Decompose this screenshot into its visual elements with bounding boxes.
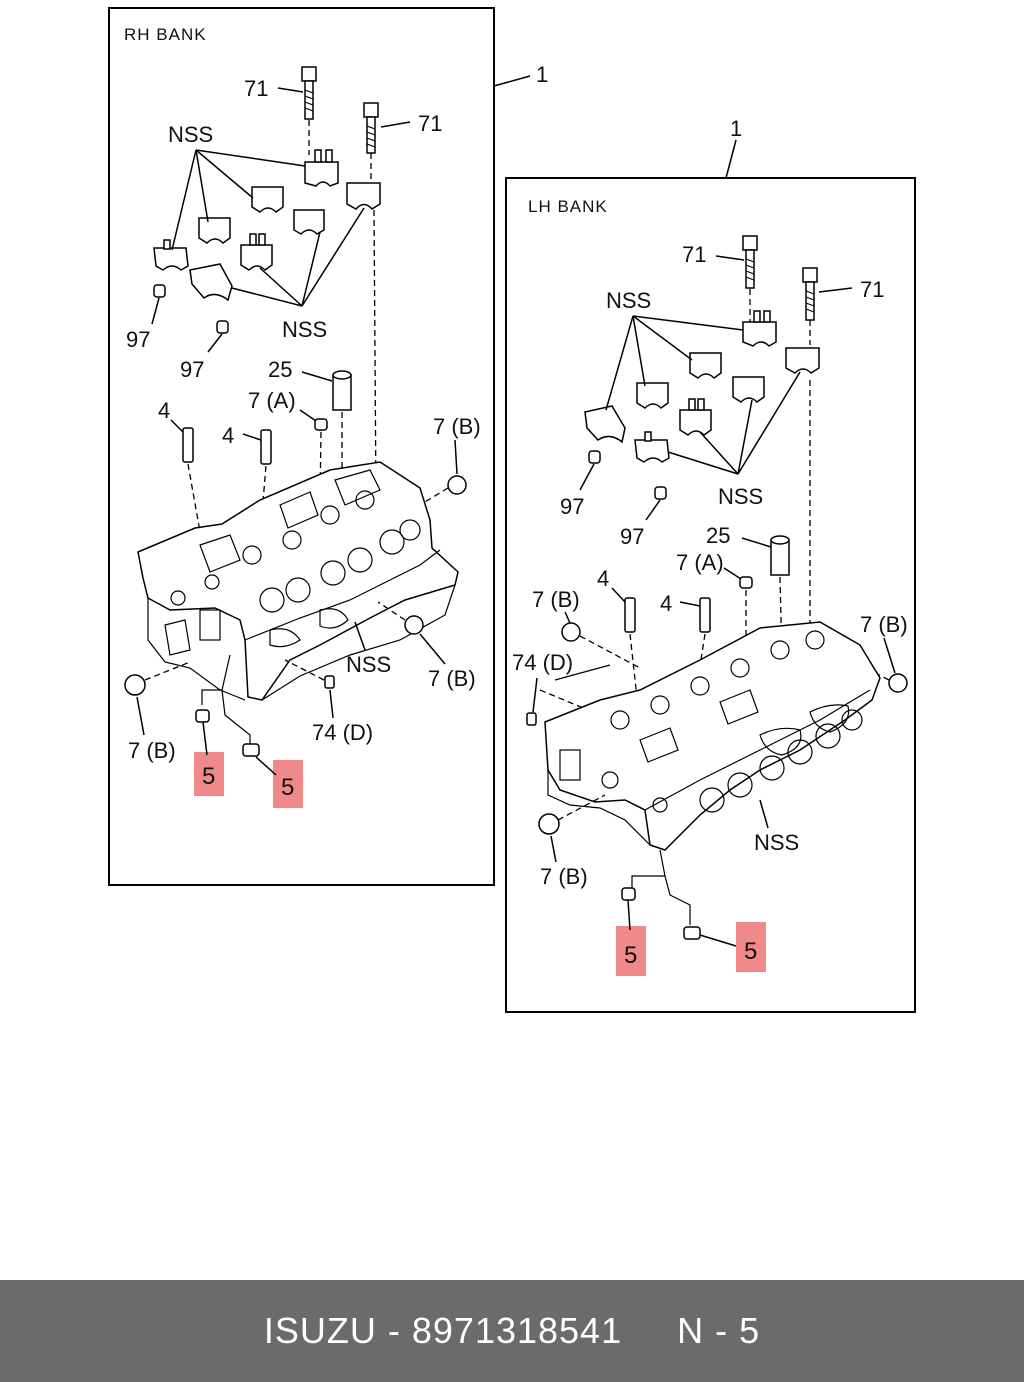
lh-bank-panel: LH BANK 1 71 71	[505, 116, 916, 1013]
rh-nss-leaders	[171, 149, 365, 307]
footer-part-number: 8971318541	[411, 1310, 623, 1351]
lh-plug-7b-bottom	[538, 794, 606, 835]
lh-nss-leaders	[605, 315, 801, 475]
lh-cylinder-head	[544, 621, 881, 851]
rh-label-71-a: 71	[244, 76, 268, 101]
rh-label-4-a: 4	[158, 398, 170, 423]
rh-label-nss-top: NSS	[168, 122, 213, 147]
parts-diagram: RH BANK 1 71 71	[108, 7, 916, 1013]
rh-plug-7b-right	[377, 601, 424, 635]
rh-label-5-b: 5	[281, 774, 294, 801]
lh-plug-7b-left	[561, 622, 641, 669]
lh-label-nss-bottom: NSS	[754, 830, 799, 855]
lh-label-7b-bottom: 7 (B)	[540, 864, 588, 889]
lh-label-7b-right: 7 (B)	[860, 612, 908, 637]
rh-label-7b-left: 7 (B)	[128, 738, 176, 763]
rh-label-4-b: 4	[222, 423, 234, 448]
footer-gap	[622, 1310, 677, 1352]
lh-bank-title: LH BANK	[528, 197, 608, 216]
rh-spacer-25	[332, 370, 352, 498]
lh-label-97-b: 97	[620, 524, 644, 549]
lh-label-nss-top: NSS	[606, 288, 651, 313]
lh-label-nss-mid: NSS	[718, 484, 763, 509]
rh-seals-5	[195, 654, 260, 757]
lh-label-97-a: 97	[560, 494, 584, 519]
lh-label-7b-left: 7 (B)	[532, 587, 580, 612]
rh-label-7a: 7 (A)	[248, 388, 296, 413]
lh-callout-1: 1	[730, 116, 742, 141]
lh-bolt-71-right	[802, 267, 818, 640]
rh-sleeves-97	[153, 284, 229, 334]
rh-plug-7b-left	[124, 661, 191, 696]
lh-label-71-a: 71	[682, 242, 706, 267]
rh-plug-7a	[314, 418, 328, 501]
rh-callout-1: 1	[536, 62, 548, 87]
lh-bolt-71-left	[742, 235, 758, 322]
lh-spacer-25	[770, 535, 790, 661]
rh-bolt-71-left	[301, 66, 317, 155]
rh-label-7b-top: 7 (B)	[433, 414, 481, 439]
rh-label-74d: 74 (D)	[312, 720, 373, 745]
lh-plug-7b-right	[859, 664, 908, 693]
lh-plug-74d	[526, 664, 611, 726]
lh-label-5-b: 5	[744, 938, 757, 965]
lh-seals-5	[621, 849, 701, 940]
rh-label-71-b: 71	[418, 111, 442, 136]
rh-bolt-71-right	[363, 102, 379, 501]
lh-label-4-a: 4	[597, 566, 609, 591]
footer-separator: -	[376, 1310, 412, 1351]
rh-plug-7b-top	[419, 475, 467, 506]
rh-label-nss-mid: NSS	[282, 317, 327, 342]
lh-label-4-b: 4	[660, 591, 672, 616]
lh-sleeves-97	[588, 450, 667, 500]
footer-page-ref: N - 5	[677, 1310, 761, 1351]
rh-label-97-a: 97	[126, 327, 150, 352]
rh-bank-frame	[108, 7, 495, 886]
rh-seal-highlight-a	[194, 752, 224, 796]
lh-label-5-a: 5	[624, 942, 637, 969]
rh-label-97-b: 97	[180, 357, 204, 382]
lh-seal-highlight-b	[736, 922, 766, 972]
lh-cam-caps	[584, 310, 820, 463]
rh-cam-caps	[153, 149, 381, 302]
footer-brand: ISUZU	[263, 1310, 377, 1351]
rh-label-7b-right: 7 (B)	[428, 666, 476, 691]
rh-plug-74d	[284, 659, 335, 689]
lh-seal-highlight-a	[616, 926, 646, 976]
lh-label-74d: 74 (D)	[512, 650, 573, 675]
rh-bank-title: RH BANK	[124, 25, 207, 44]
rh-label-nss-bottom: NSS	[346, 652, 391, 677]
footer-bar: ISUZU - 8971318541 N - 5	[0, 1280, 1024, 1382]
lh-label-71-b: 71	[860, 277, 884, 302]
rh-bank-panel: RH BANK 1 71 71	[108, 7, 548, 886]
rh-label-5-a: 5	[202, 763, 215, 790]
lh-label-25: 25	[706, 523, 730, 548]
lh-bank-frame	[505, 177, 916, 1013]
rh-label-25: 25	[268, 357, 292, 382]
lh-label-7a: 7 (A)	[676, 550, 724, 575]
rh-seal-highlight-b	[273, 760, 303, 808]
